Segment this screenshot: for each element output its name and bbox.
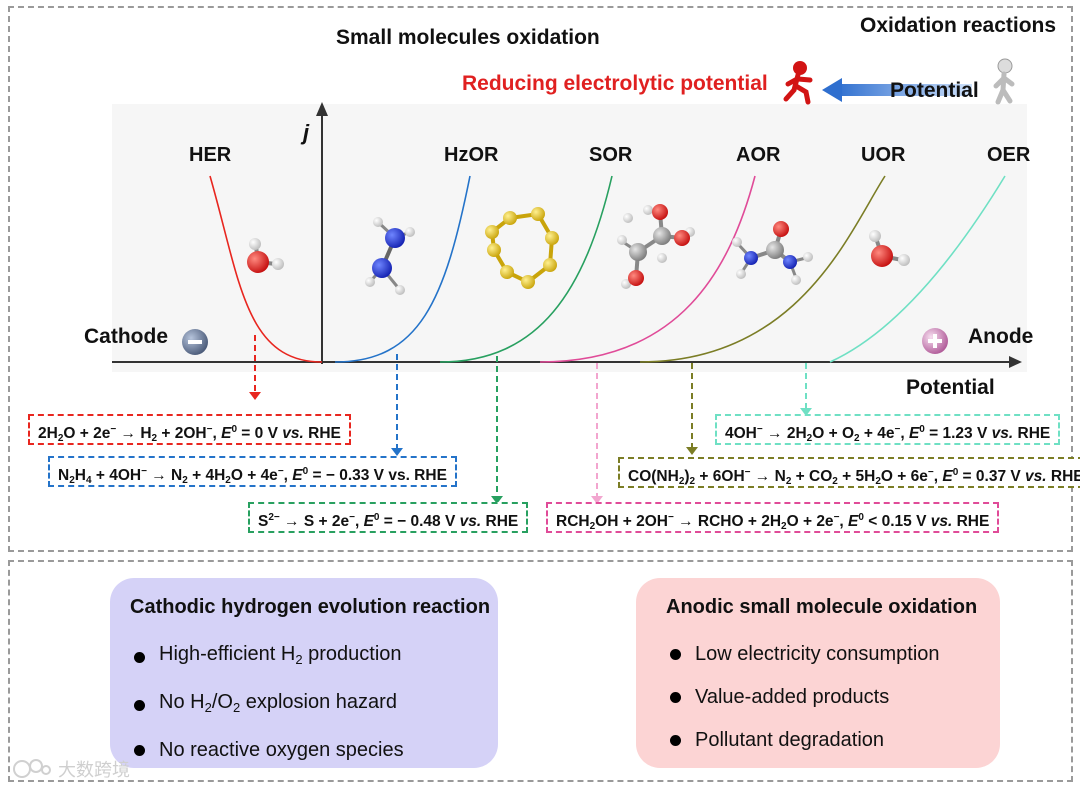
curve-label-hzor: HzOR: [444, 144, 499, 166]
anodic-item-text: Low electricity consumption: [695, 643, 940, 665]
aor-arrowhead: [591, 496, 603, 504]
her-arrowhead: [249, 392, 261, 400]
curve-label-her: HER: [189, 144, 232, 166]
grey-walker-icon: [993, 58, 1015, 105]
aor-curve: [539, 175, 756, 363]
anodic-item-0: Low electricity consumption: [666, 633, 1000, 676]
uor-arrowhead: [686, 447, 698, 455]
equation-sor: S2− → S + 2e−, E0 = − 0.48 V vs. RHE: [248, 502, 529, 533]
subtitle-reducing-potential: Reducing electrolytic potential: [462, 72, 768, 95]
watermark-logo-icon: [13, 759, 51, 778]
equation-her: 2H2O + 2e− → H2 + 2OH−, E0 = 0 V vs. RHE: [28, 414, 351, 445]
anodic-item-text: Value-added products: [695, 686, 890, 708]
bullet-icon: [134, 699, 145, 711]
cathodic-item-text: High-efficient H2 production: [159, 643, 402, 667]
hzor-arrowhead: [391, 448, 403, 456]
sor-curve: [439, 175, 613, 363]
oer-curve: [829, 175, 1006, 363]
equation-hzor: N2H4 + 4OH− → N2 + 4H2O + 4e−, E0 = − 0.…: [48, 456, 457, 487]
sor-arrowhead: [491, 496, 503, 504]
water-molecule-oer-icon: [869, 230, 910, 267]
equation-oer: 4OH− → 2H2O + O2 + 4e−, E0 = 1.23 V vs. …: [715, 414, 1061, 445]
cathodic-card-title: Cathodic hydrogen evolution reaction: [130, 596, 491, 618]
anodic-item-text: Pollutant degradation: [695, 729, 885, 751]
cathodic-item-text: No reactive oxygen species: [159, 739, 404, 761]
equation-uor: CO(NH2)2 + 6OH− → N2 + CO2 + 5H2O + 6e−,…: [618, 457, 1080, 488]
her-curve: [209, 175, 323, 363]
anodic-item-1: Value-added products: [666, 676, 1000, 719]
cathodic-item-1: No H2/O2 explosion hazard: [130, 681, 498, 729]
corner-title: Oxidation reactions: [860, 14, 1057, 37]
uor-curve: [639, 175, 886, 363]
cathodic-item-0: High-efficient H2 production: [130, 633, 498, 681]
anodic-card-title: Anodic small molecule oxidation: [666, 596, 978, 618]
bullet-icon: [670, 649, 681, 660]
cathode-minus-icon: [182, 329, 208, 355]
curve-label-oer: OER: [987, 144, 1031, 166]
cathodic-card-list: High-efficient H2 production No H2/O2 exp…: [130, 633, 498, 772]
anodic-item-2: Pollutant degradation: [666, 719, 1000, 762]
anode-plus-icon: [922, 328, 948, 354]
x-axis-label: Potential: [906, 376, 995, 399]
curve-label-sor: SOR: [589, 144, 633, 166]
y-axis-arrowhead: [316, 102, 328, 116]
watermark-text: 大数跨境: [58, 760, 130, 780]
water-molecule-her-icon: [247, 238, 284, 273]
bullet-icon: [134, 745, 145, 756]
hydrazine-molecule-icon: [365, 217, 415, 295]
bullet-icon: [670, 692, 681, 703]
bullet-icon: [134, 651, 145, 663]
bullet-icon: [670, 735, 681, 746]
cathodic-item-text: No H2/O2 explosion hazard: [159, 691, 397, 715]
cathode-label: Cathode: [84, 325, 168, 348]
x-axis-arrowhead: [1009, 356, 1022, 368]
polarization-plot: [112, 58, 1022, 504]
y-axis-label: j: [303, 120, 310, 145]
anode-label: Anode: [968, 325, 1034, 348]
curve-label-aor: AOR: [736, 144, 781, 166]
urea-molecule-icon: [732, 221, 813, 285]
hzor-curve: [334, 175, 471, 363]
alcohol-molecule-icon: [617, 204, 695, 289]
watermark: 大数跨境: [12, 756, 130, 782]
cathodic-card: Cathodic hydrogen evolution reaction Hig…: [110, 578, 498, 768]
curve-label-uor: UOR: [861, 144, 906, 166]
sulfur-atoms-icon: [485, 207, 559, 289]
diagram-title: Small molecules oxidation: [336, 26, 600, 49]
summary-panel: [8, 560, 1073, 782]
cathodic-item-2: No reactive oxygen species: [130, 729, 498, 772]
oer-arrowhead: [800, 408, 812, 416]
potential-arrow-icon: [822, 78, 972, 102]
potential-arrow-label: Potential: [890, 79, 979, 102]
red-runner-icon: [783, 61, 813, 105]
anodic-card: Anodic small molecule oxidation Low elec…: [636, 578, 1000, 768]
diagram-panel: [8, 6, 1073, 552]
equation-aor: RCH2OH + 2OH− → RCHO + 2H2O + 2e−, E0 < …: [546, 502, 1000, 533]
